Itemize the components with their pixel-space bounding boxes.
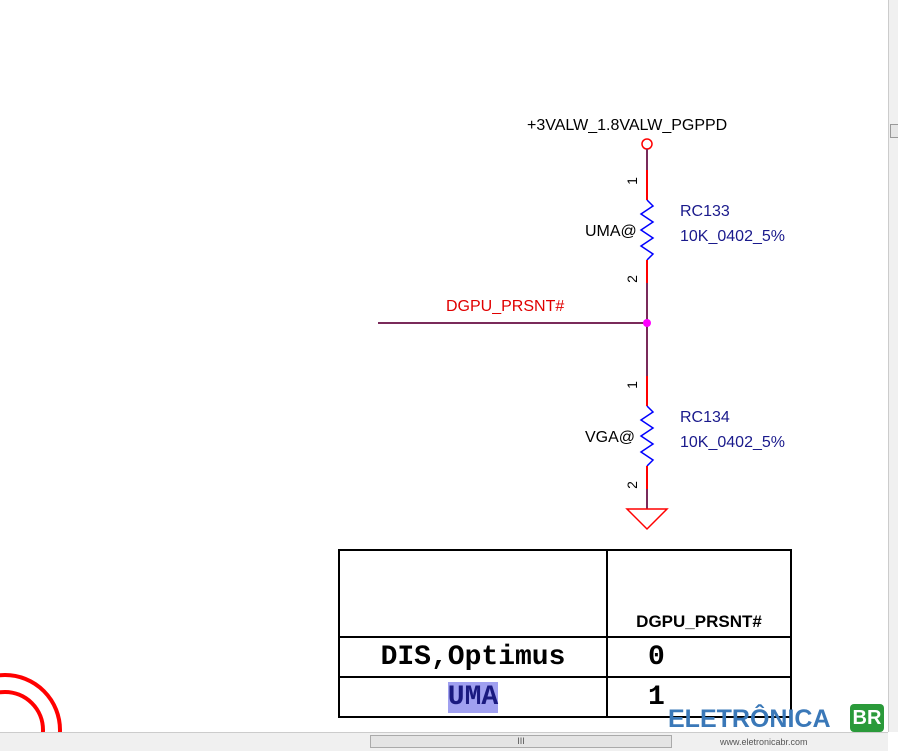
resistor-rc133-symbol	[639, 199, 655, 261]
power-port-symbol	[641, 138, 653, 150]
config-table: DGPU_PRSNT# DIS,Optimus 0 UMA 1	[338, 549, 792, 718]
pin-number: 2	[623, 275, 640, 283]
scroll-grip: III	[517, 736, 525, 746]
resistor-ref: RC133	[680, 203, 730, 220]
vertical-scrollbar[interactable]	[888, 0, 898, 732]
junction-dot	[643, 319, 651, 327]
table-row: DIS,Optimus 0	[338, 636, 792, 678]
table-header-row: DGPU_PRSNT#	[338, 549, 792, 638]
mode-cell-selected[interactable]: UMA	[447, 681, 499, 713]
pin-number: 1	[623, 381, 640, 389]
resistor-value: 10K_0402_5%	[680, 228, 785, 245]
signal-net-label: DGPU_PRSNT#	[446, 298, 565, 315]
value-cell: 1	[606, 676, 792, 718]
watermark-badge: BR	[850, 704, 884, 732]
resistor-value: 10K_0402_5%	[680, 434, 785, 451]
vertical-scroll-thumb[interactable]	[890, 124, 898, 138]
resistor-rc134-symbol	[639, 405, 655, 467]
table-header: DGPU_PRSNT#	[606, 549, 792, 638]
horizontal-scroll-thumb[interactable]: III	[370, 735, 672, 748]
value-cell: 0	[606, 636, 792, 678]
resistor-variant: VGA@	[585, 429, 636, 446]
pin-number: 2	[623, 481, 640, 489]
horizontal-scrollbar[interactable]: III	[0, 732, 888, 751]
partial-circle-symbol	[0, 673, 62, 732]
watermark-url: www.eletronicabr.com	[720, 737, 808, 747]
ground-symbol	[625, 508, 669, 531]
table-row: UMA 1	[338, 676, 792, 718]
watermark-brand: ELETRÔNICA	[668, 705, 831, 733]
pin-number: 1	[623, 177, 640, 185]
schematic-canvas	[0, 138, 669, 732]
power-net-label: +3VALW_1.8VALW_PGPPD	[527, 117, 728, 134]
resistor-variant: UMA@	[585, 223, 637, 240]
resistor-ref: RC134	[680, 409, 730, 426]
mode-cell: DIS,Optimus	[338, 636, 608, 678]
